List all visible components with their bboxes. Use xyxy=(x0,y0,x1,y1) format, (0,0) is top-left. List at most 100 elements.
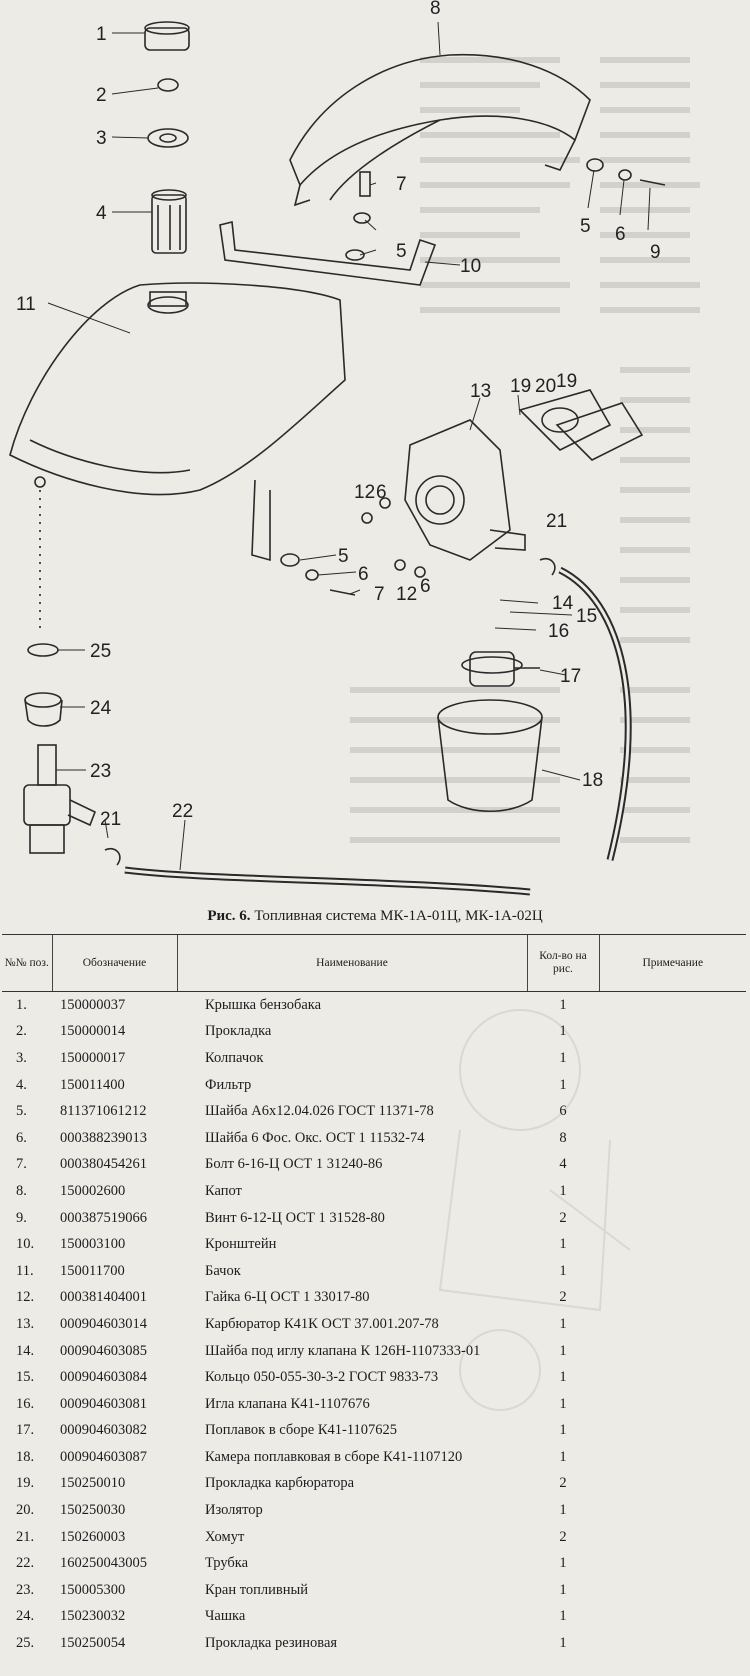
cell-code: 000387519066 xyxy=(60,1209,147,1226)
cell-code: 000904603084 xyxy=(60,1369,147,1386)
caption-text: Топливная система МК-1А-01Ц, МК-1А-02Ц xyxy=(254,908,543,924)
cell-name: Болт 6-16-Ц ОСТ 1 31240-86 xyxy=(205,1156,383,1173)
cell-name: Прокладка карбюратора xyxy=(205,1475,355,1492)
cell-qty: 1 xyxy=(559,1236,567,1253)
cell-code: 000904603081 xyxy=(60,1395,147,1412)
cell-name: Кронштейн xyxy=(205,1236,277,1253)
cell-qty: 8 xyxy=(559,1129,567,1146)
carburetor-part-13 xyxy=(404,419,526,561)
cell-qty: 1 xyxy=(559,996,567,1013)
cell-note xyxy=(599,1125,746,1152)
cell-name: Игла клапана К41-1107676 xyxy=(205,1395,370,1412)
cell-name: Камера поплавковая в сборе К41-1107120 xyxy=(205,1448,463,1465)
cell-no: 9. xyxy=(16,1209,27,1226)
cell-qty: 1 xyxy=(559,1502,567,1519)
cell-note xyxy=(599,1258,746,1285)
callout-10: 10 xyxy=(460,256,481,277)
caption-prefix: Рис. 6. xyxy=(207,908,251,924)
bracket-part-10 xyxy=(219,221,437,562)
callout-20: 20 xyxy=(535,376,556,397)
callout-21a: 21 xyxy=(546,511,567,532)
cell-no: 20. xyxy=(16,1502,35,1519)
cell-qty: 1 xyxy=(559,1342,567,1359)
cell-qty: 2 xyxy=(559,1475,567,1492)
cell-qty: 2 xyxy=(559,1289,567,1306)
cell-code: 150250010 xyxy=(60,1475,126,1492)
callout-8: 8 xyxy=(430,0,441,19)
rubber-gasket-part-25 xyxy=(27,643,59,657)
cell-no: 12. xyxy=(16,1289,35,1306)
cell-note xyxy=(599,1178,746,1205)
cell-code: 150011700 xyxy=(60,1262,125,1279)
callout-2: 2 xyxy=(96,85,107,106)
cell-no: 19. xyxy=(16,1475,35,1492)
cell-name: Чашка xyxy=(205,1608,246,1625)
cell-no: 2. xyxy=(16,1023,27,1040)
background-sketch xyxy=(438,1009,631,1411)
cell-no: 7. xyxy=(16,1156,27,1173)
fasteners xyxy=(104,158,666,866)
cell-code: 160250043005 xyxy=(60,1555,147,1572)
cell-code: 000388239013 xyxy=(60,1129,147,1146)
fuel-valve-part-23 xyxy=(23,744,97,854)
cell-qty: 1 xyxy=(559,1608,567,1625)
cell-code: 150000037 xyxy=(60,996,126,1013)
callout-7a: 7 xyxy=(396,174,407,195)
cell-name: Карбюратор К41К ОСТ 37.001.207-78 xyxy=(205,1315,439,1332)
bleed-through-text xyxy=(350,57,700,843)
cell-code: 000904603014 xyxy=(60,1315,147,1332)
cell-code: 811371061212 xyxy=(60,1103,147,1120)
cell-note xyxy=(599,1444,746,1471)
cell-no: 10. xyxy=(16,1236,35,1253)
table-header-row: №№ поз. Обозначение Наименование Кол-во … xyxy=(2,934,746,992)
cell-name: Изолятор xyxy=(205,1502,263,1519)
cell-no: 8. xyxy=(16,1182,27,1199)
callout-3: 3 xyxy=(96,128,107,149)
cell-no: 11. xyxy=(16,1262,34,1279)
cell-qty: 4 xyxy=(559,1156,567,1173)
cell-code: 150011400 xyxy=(60,1076,125,1093)
cell-note xyxy=(599,1364,746,1391)
cell-note xyxy=(599,1311,746,1338)
cell-name: Прокладка xyxy=(205,1023,272,1040)
callout-13: 13 xyxy=(470,381,491,402)
cell-qty: 2 xyxy=(559,1528,567,1545)
cell-name: Хомут xyxy=(205,1528,245,1545)
cell-qty: 1 xyxy=(559,1581,567,1598)
callout-14: 14 xyxy=(552,593,574,614)
tank-part-11 xyxy=(9,282,346,496)
callout-17: 17 xyxy=(560,666,581,687)
callout-5c: 5 xyxy=(338,546,349,567)
gaskets-part-19-20 xyxy=(518,389,644,461)
callout-6a: 6 xyxy=(615,224,626,245)
float-chamber-part-18 xyxy=(437,656,543,813)
header-qty: Кол-во на рис. xyxy=(526,934,599,992)
cell-note xyxy=(599,1019,746,1046)
cell-code: 150000017 xyxy=(60,1049,126,1066)
cell-no: 25. xyxy=(16,1635,35,1652)
cell-note xyxy=(599,1630,746,1657)
cell-note xyxy=(599,1338,746,1365)
callout-15: 15 xyxy=(576,606,597,627)
cell-qty: 1 xyxy=(559,1076,567,1093)
callout-4: 4 xyxy=(96,203,107,224)
callout-22: 22 xyxy=(172,801,193,822)
cell-qty: 1 xyxy=(559,1422,567,1439)
callout-24: 24 xyxy=(90,698,112,719)
cell-note xyxy=(599,1471,746,1498)
callout-6d: 6 xyxy=(420,576,431,597)
cell-code: 150250054 xyxy=(60,1635,126,1652)
cup-part-3 xyxy=(147,128,189,148)
